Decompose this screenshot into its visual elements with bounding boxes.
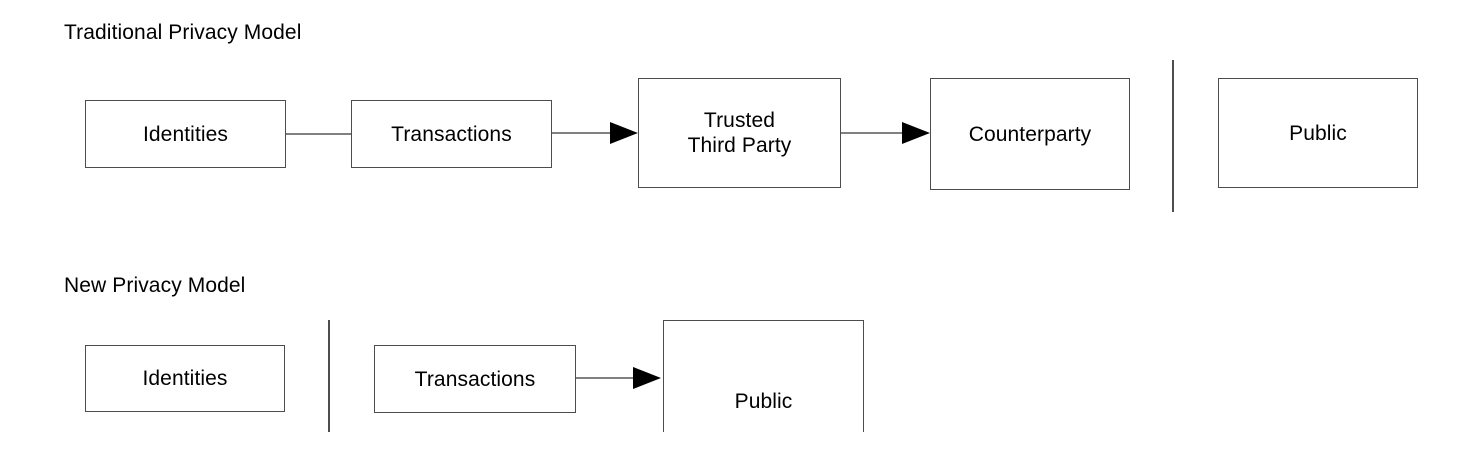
node-identities-new[interactable]: Identities <box>85 345 285 412</box>
connector-identities-to-transactions <box>286 133 351 135</box>
arrowhead-icon <box>610 122 638 144</box>
node-trusted-third-party[interactable]: Trusted Third Party <box>638 78 841 188</box>
node-transactions-new[interactable]: Transactions <box>374 345 576 413</box>
node-label: Transactions <box>414 367 536 391</box>
node-identities-traditional[interactable]: Identities <box>85 100 286 168</box>
section-title-new: New Privacy Model <box>64 274 246 297</box>
node-counterparty[interactable]: Counterparty <box>930 78 1130 190</box>
node-label: Identities <box>142 122 229 146</box>
section-title-traditional: Traditional Privacy Model <box>64 21 302 44</box>
connector-transactions-to-public <box>576 377 635 379</box>
connector-transactions-to-trusted-third-party <box>552 132 612 134</box>
privacy-boundary-divider-traditional <box>1172 60 1174 212</box>
node-public-new[interactable]: Public <box>663 320 864 432</box>
node-label: Transactions <box>391 122 512 146</box>
privacy-boundary-divider-new <box>328 320 330 432</box>
connector-trusted-third-party-to-counterparty <box>841 132 904 134</box>
node-label: Public <box>734 390 793 413</box>
arrowhead-icon <box>902 122 930 144</box>
node-transactions-traditional[interactable]: Transactions <box>351 100 552 168</box>
node-label: Trusted Third Party <box>687 109 792 157</box>
node-label: Public <box>1289 121 1347 145</box>
node-public-traditional[interactable]: Public <box>1218 78 1418 188</box>
node-label: Identities <box>142 367 228 390</box>
arrowhead-icon <box>633 367 661 389</box>
node-label: Counterparty <box>968 122 1092 146</box>
